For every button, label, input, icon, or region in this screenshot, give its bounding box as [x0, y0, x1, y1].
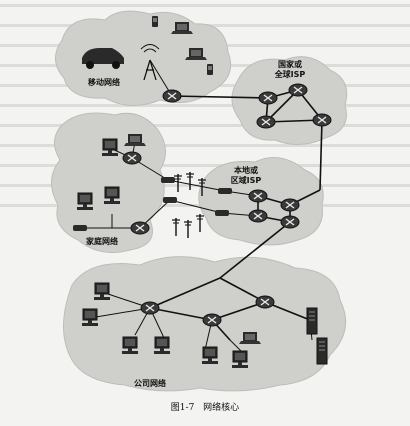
router-enterprise-1 [140, 301, 160, 315]
server-icon [316, 337, 328, 365]
router-national-isp-1 [258, 91, 278, 105]
figure-title: 网络核心 [203, 403, 240, 413]
enterprise-computer-icon [153, 336, 171, 355]
local-isp-label-line1: 本地或 [234, 166, 258, 175]
car-icon [82, 48, 124, 69]
isp-modem-icon [218, 188, 232, 194]
home-computer-icon [76, 192, 94, 211]
home-computer-icon [101, 138, 119, 157]
enterprise-computer-icon [93, 282, 111, 301]
home-computer-icon [103, 186, 121, 205]
enterprise-computer-icon [231, 350, 249, 369]
server-icon [306, 307, 318, 335]
figure-caption: 图1-7 网络核心 [0, 400, 410, 413]
router-enterprise-3 [255, 295, 275, 309]
router-mobile-gateway [162, 89, 182, 103]
dsl-modem-icon [163, 197, 177, 203]
home-network-cloud [51, 112, 166, 253]
enterprise-computer-icon [201, 346, 219, 365]
router-local-isp-2 [280, 198, 300, 212]
router-local-isp-4 [280, 215, 300, 229]
home-modem-icon [73, 225, 87, 231]
mobile-network-label: 移动网络 [88, 78, 120, 87]
router-national-isp-4 [312, 113, 332, 127]
mobile-phone-icon [152, 16, 158, 27]
local-isp-label-line2: 区域ISP [230, 176, 262, 185]
mobile-network-cloud [55, 10, 232, 106]
router-local-isp-3 [248, 209, 268, 223]
home-network-label: 家庭网络 [86, 237, 118, 246]
router-national-isp-2 [288, 83, 308, 97]
router-enterprise-2 [202, 313, 222, 327]
router-national-isp-3 [256, 115, 276, 129]
national-isp-label-line1: 国家或 [278, 60, 302, 69]
router-local-isp-1 [248, 189, 268, 203]
isp-modem-icon [215, 210, 229, 216]
enterprise-network-label: 公司网络 [134, 379, 166, 388]
cable-modem-icon [161, 177, 175, 183]
router-home-2 [130, 221, 150, 235]
figure-number: 图1-7 [170, 403, 195, 413]
cell-tower-icon [140, 44, 160, 81]
router-home-1 [122, 151, 142, 165]
enterprise-computer-icon [81, 308, 99, 327]
mobile-phone-icon [207, 64, 213, 75]
enterprise-computer-icon [121, 336, 139, 355]
national-isp-label-line2: 全球ISP [274, 70, 306, 79]
